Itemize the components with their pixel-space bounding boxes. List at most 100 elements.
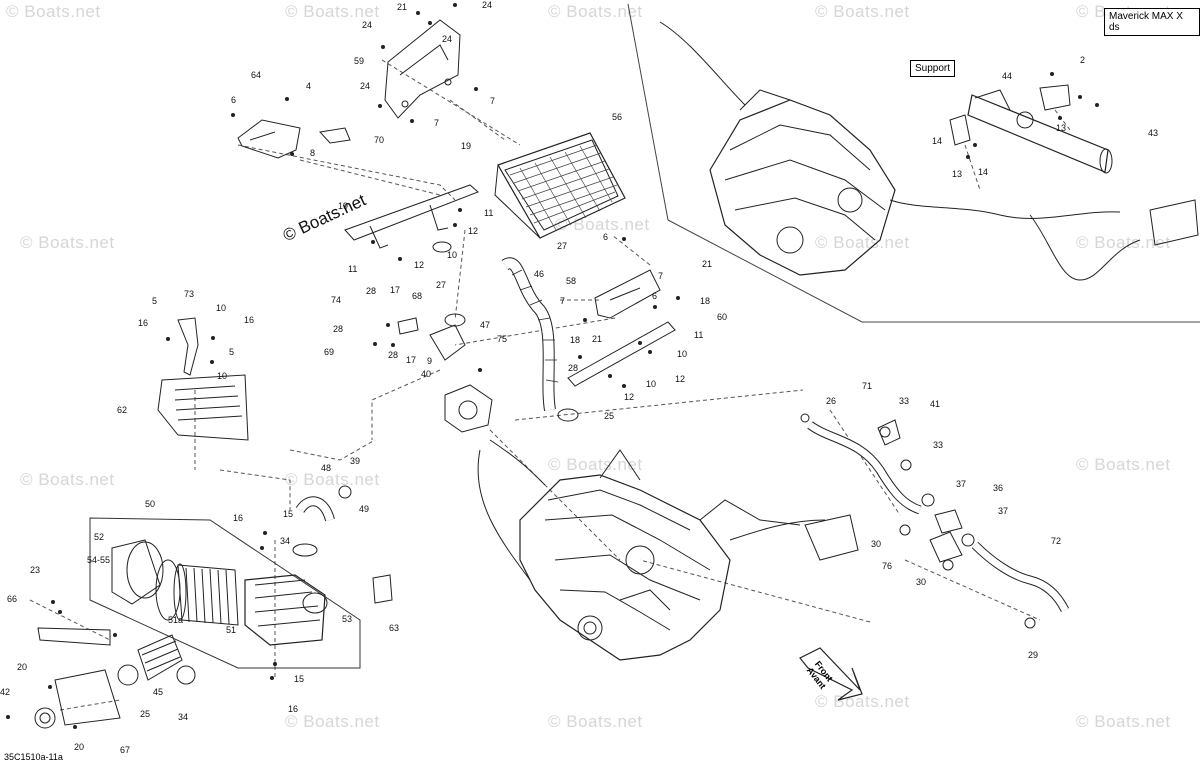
- callout-label: 27: [436, 280, 447, 290]
- watermark: © Boats.net: [815, 692, 910, 711]
- callout-label: 42: [0, 687, 11, 697]
- front-arrow-icon: [799, 647, 863, 701]
- callout-label: 20: [74, 742, 85, 752]
- callout-label: 25: [604, 411, 615, 421]
- callout-label: 2: [1080, 55, 1086, 65]
- callout-label: 28: [568, 363, 579, 373]
- model-name-box: Maverick MAX X ds: [1104, 8, 1200, 36]
- engine-main: [477, 439, 859, 661]
- intercooler-56: [494, 132, 626, 239]
- callout-label: 7: [434, 118, 440, 128]
- clamp-37-lower: [961, 533, 975, 547]
- engine-inset: [659, 21, 1199, 281]
- callout-label: 48: [321, 463, 332, 473]
- callout-label: 37: [998, 506, 1009, 516]
- support-label-box: Support: [910, 60, 956, 77]
- callout-label: 14: [978, 167, 989, 177]
- clamp-30-lower: [942, 559, 954, 571]
- callout-label: 30: [916, 577, 927, 587]
- watermark: © Boats.net: [548, 455, 643, 474]
- clamp-26: [800, 413, 810, 423]
- callout-label: 64: [251, 70, 262, 80]
- heat-shield-62: [157, 374, 249, 441]
- callout-label: 40: [421, 369, 432, 379]
- callout-label: 74: [331, 295, 342, 305]
- callout-label: 18: [700, 296, 711, 306]
- callout-label: 43: [1148, 128, 1159, 138]
- support-rail-43: [949, 89, 1113, 174]
- callout-label: 12: [414, 260, 425, 270]
- watermark: © Boats.net: [285, 2, 380, 21]
- callout-label: 72: [1051, 536, 1062, 546]
- callout-label: 33: [899, 396, 910, 406]
- callout-label: 10: [217, 371, 228, 381]
- fitting-36: [934, 509, 963, 534]
- hose-48: [295, 496, 335, 522]
- air-filter-51: [173, 563, 239, 626]
- callout-label: 46: [534, 269, 545, 279]
- callout-label: 5: [152, 296, 158, 306]
- callout-label: 70: [374, 135, 385, 145]
- callout-label: 49: [359, 504, 370, 514]
- watermark: © Boats.net: [20, 233, 115, 252]
- callout-label: 20: [17, 662, 28, 672]
- callout-label: 39: [350, 456, 361, 466]
- bracket-66: [37, 627, 111, 646]
- callout-label: 16: [233, 513, 244, 523]
- callout-label: 62: [117, 405, 128, 415]
- callout-label: 34: [178, 712, 189, 722]
- watermark: © Boats.net: [285, 712, 380, 731]
- callout-label: 10: [677, 349, 688, 359]
- callout-label: 41: [930, 399, 941, 409]
- callout-label: 24: [362, 20, 373, 30]
- watermark: © Boats.net: [548, 2, 643, 21]
- callout-label: 18: [570, 335, 581, 345]
- callout-label: 24: [360, 81, 371, 91]
- hose-46: [501, 257, 559, 411]
- callout-label: 54-55: [87, 555, 111, 565]
- callout-label: 69: [324, 347, 335, 357]
- clamp-30-upper: [899, 524, 911, 536]
- callout-label: 12: [468, 226, 479, 236]
- callout-label: 16: [138, 318, 149, 328]
- bracket-67: [54, 669, 121, 726]
- bracket-60: [567, 321, 676, 387]
- watermark: © Boats.net: [1076, 455, 1171, 474]
- callout-label: 17: [390, 285, 401, 295]
- callout-label: 10: [646, 379, 657, 389]
- watermark: © Boats.net: [6, 2, 101, 21]
- callout-label: 15: [283, 509, 294, 519]
- callout-label: 66: [7, 594, 18, 604]
- callout-label: 33: [933, 440, 944, 450]
- callout-label: 58: [566, 276, 577, 286]
- callout-label: 36: [993, 483, 1004, 493]
- callout-label: 12: [675, 374, 686, 384]
- clamp-25-lower: [117, 664, 139, 686]
- clamp-27: [432, 241, 452, 253]
- callout-label: 51: [226, 625, 237, 635]
- callout-label: 44: [1002, 71, 1013, 81]
- callout-label: 8: [310, 148, 316, 158]
- clamp-34-upper: [292, 543, 318, 557]
- callout-label: 75: [497, 334, 508, 344]
- callout-label: 68: [412, 291, 423, 301]
- callout-label: 13: [1056, 123, 1067, 133]
- clamp-33: [900, 459, 912, 471]
- fitting-76: [929, 531, 963, 563]
- callout-label: 73: [184, 289, 195, 299]
- fitting-41: [877, 419, 901, 446]
- callout-label: 9: [427, 356, 433, 366]
- callout-label: 47: [480, 320, 491, 330]
- callout-label: 7: [658, 271, 664, 281]
- callout-label: 28: [366, 286, 377, 296]
- cover-63: [372, 574, 393, 604]
- airbox-housing-52: [111, 539, 164, 605]
- callout-label: 45: [153, 687, 164, 697]
- callout-label: 23: [30, 565, 41, 575]
- callout-label: 67: [120, 745, 131, 755]
- callout-label: 15: [294, 674, 305, 684]
- callout-label: 30: [871, 539, 882, 549]
- diagram-id: 35C1510a-11a: [4, 752, 63, 762]
- watermark: © Boats.net: [285, 470, 380, 489]
